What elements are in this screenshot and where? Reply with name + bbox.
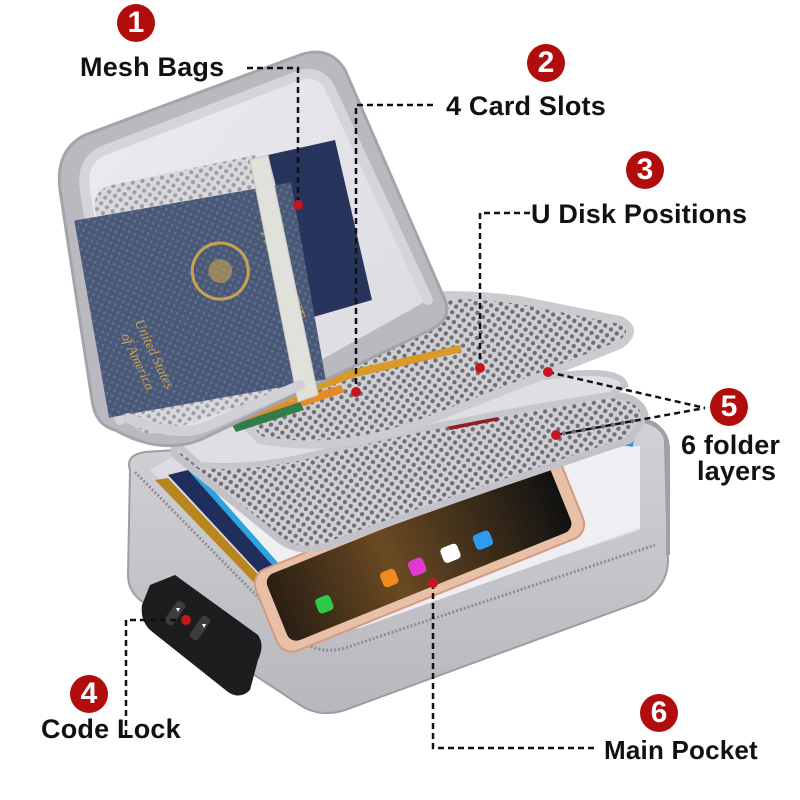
- badge-6: 6: [640, 694, 678, 732]
- case-lid: United States of America PASSPORT: [57, 50, 449, 448]
- leader-lines: [124, 66, 706, 750]
- badge-1: 1: [117, 4, 155, 42]
- passport: United States of America PASSPORT: [74, 182, 326, 418]
- upper-mesh-layer: [171, 291, 634, 469]
- badge-2: 2: [527, 44, 565, 82]
- label-code-lock: Code Lock: [41, 714, 181, 744]
- badge-4: 4: [70, 675, 108, 713]
- label-mesh-bags: Mesh Bags: [80, 52, 225, 82]
- badge-3: 3: [626, 151, 664, 189]
- label-card-slots: 4 Card Slots: [446, 91, 606, 121]
- code-lock-illustration: [141, 575, 262, 696]
- label-main-pocket: Main Pocket: [604, 735, 758, 765]
- label-folder-layers-line1: 6 folder: [681, 430, 781, 460]
- label-u-disk-positions: U Disk Positions: [531, 199, 748, 229]
- leader-dots: [181, 200, 561, 625]
- badge-5: 5: [710, 388, 748, 426]
- label-folder-layers-line2: layers: [697, 456, 777, 486]
